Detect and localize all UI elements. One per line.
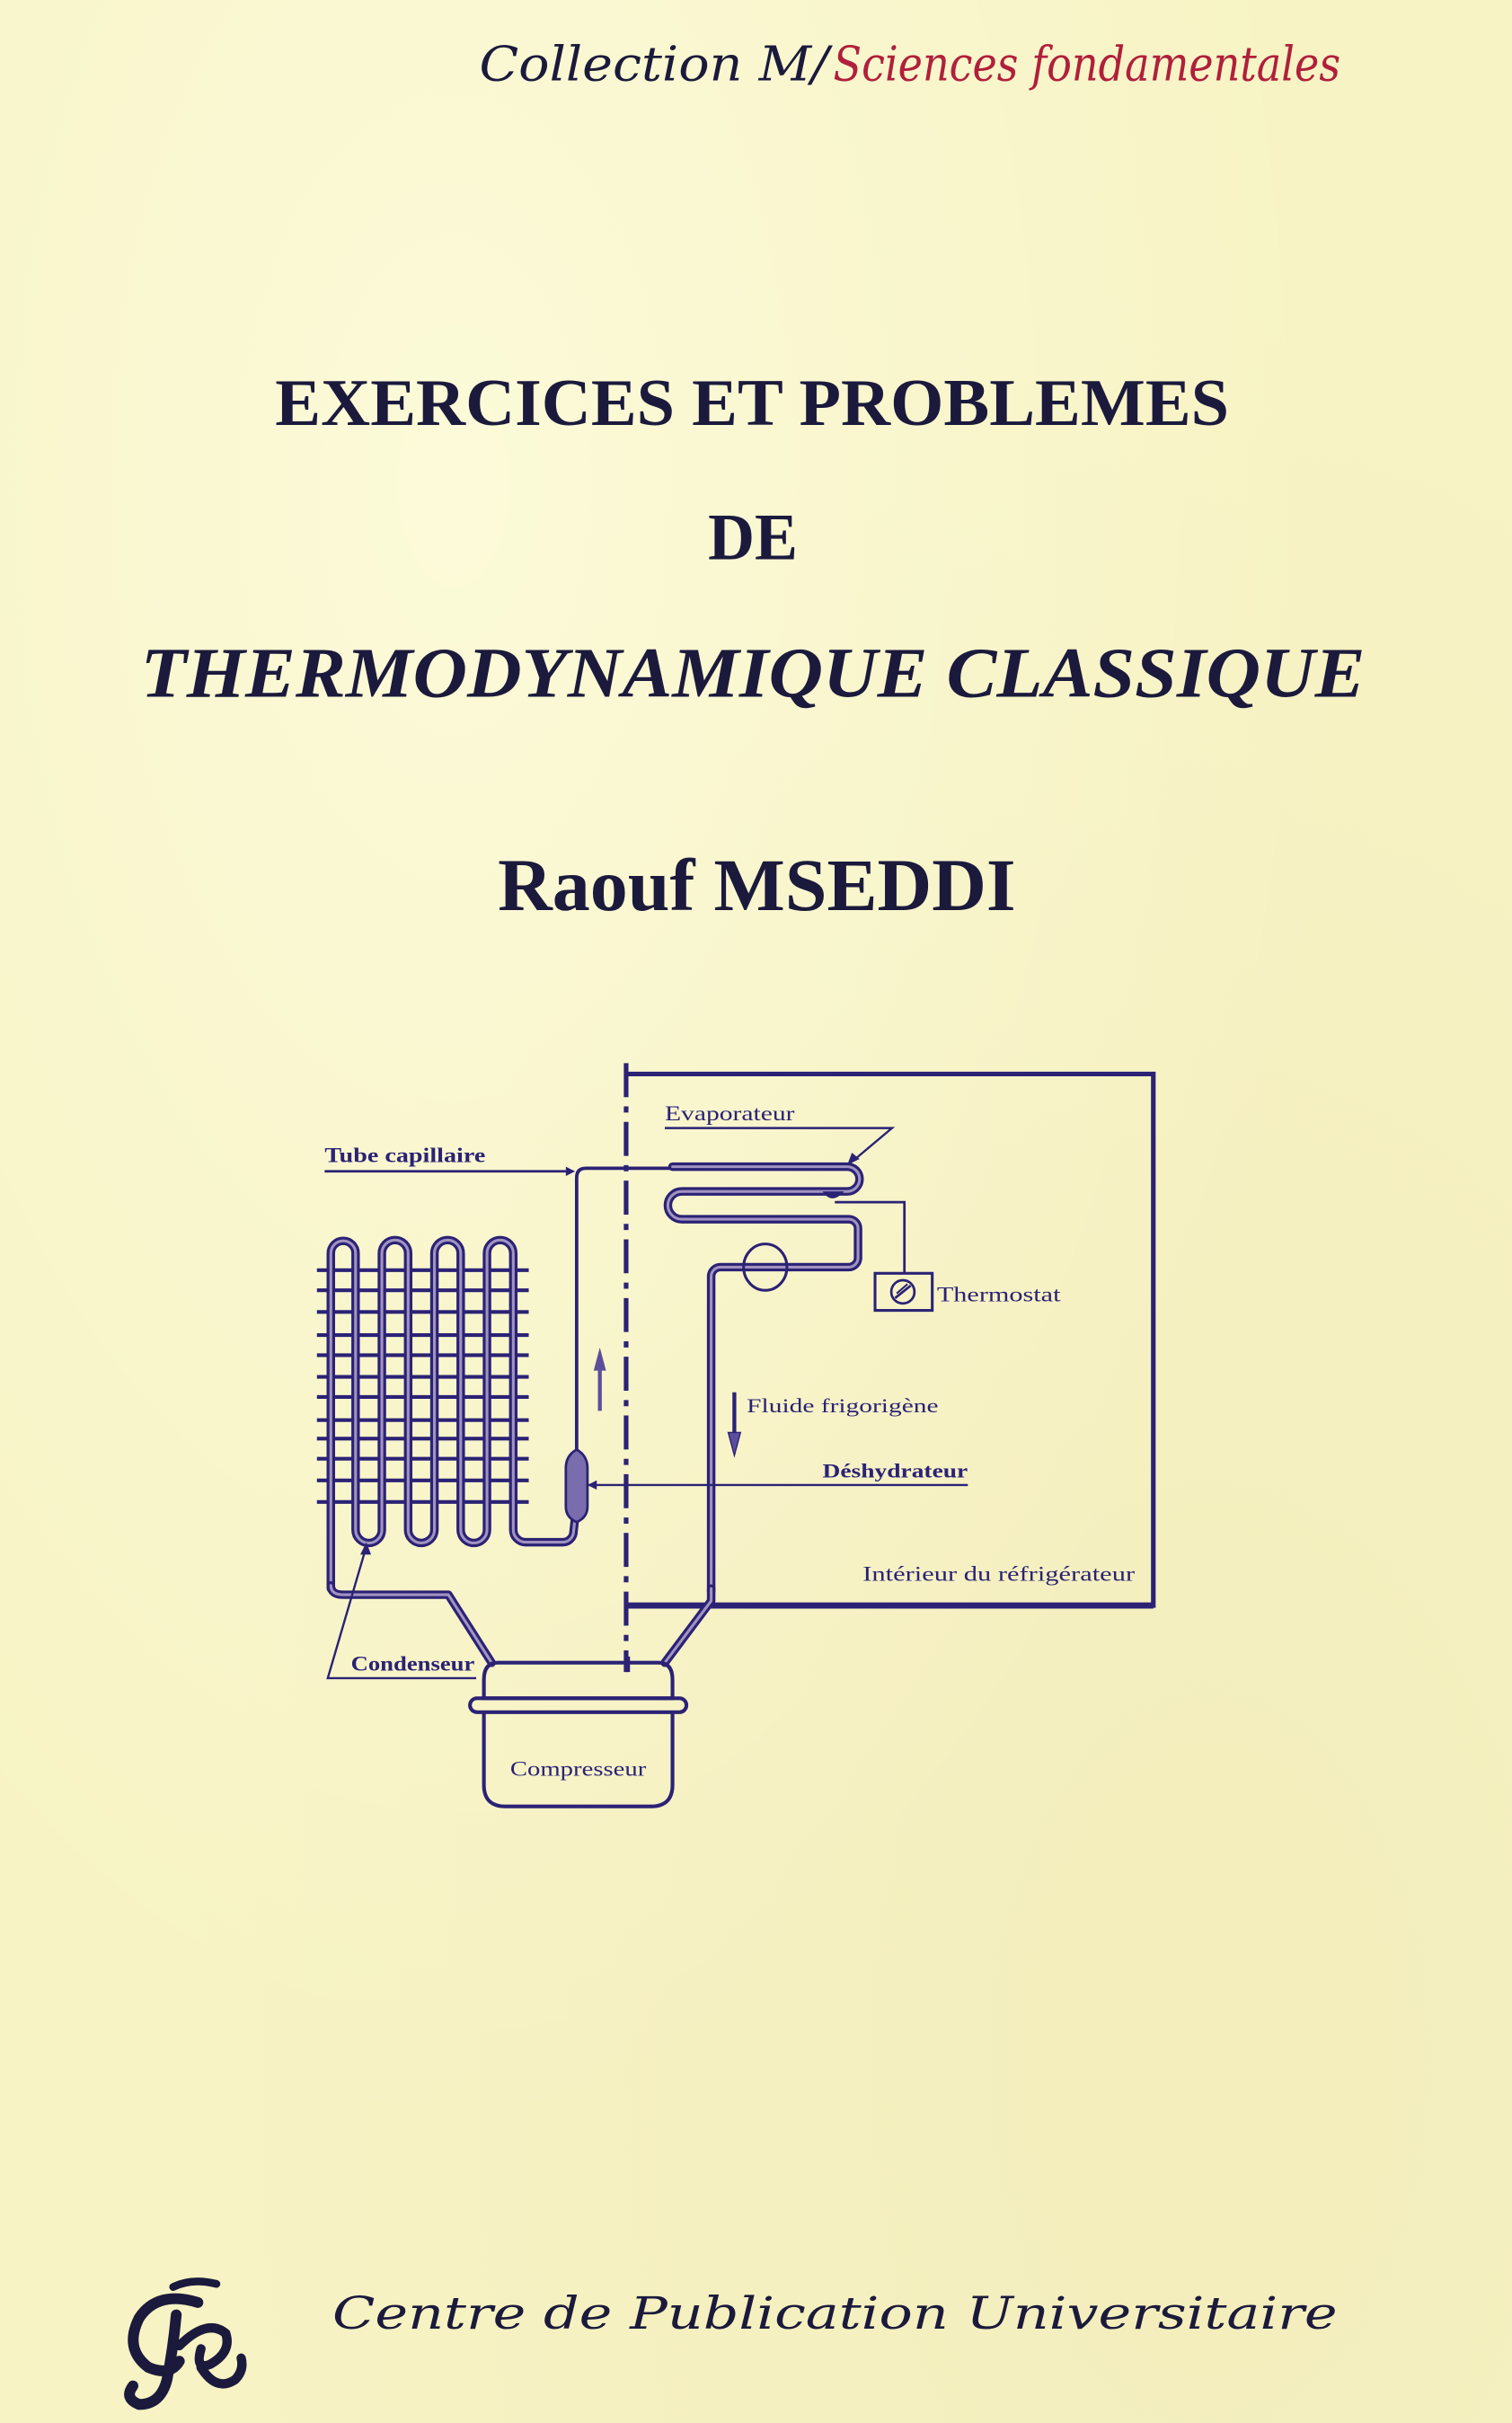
collection-series: Sciences fondamentales	[834, 35, 1340, 92]
title-line-1: EXERCICES ET PROBLEMES	[275, 367, 1229, 440]
publisher-name: Centre de Publication Universitaire	[332, 2287, 1338, 2339]
label-thermostat: Thermostat	[937, 1283, 1061, 1306]
refrigerant-flow-callout: Fluide frigorigène	[727, 1392, 939, 1458]
capillary-tube-callout: Tube capillaire	[324, 1144, 576, 1176]
collection-prefix: Collection M/	[479, 35, 833, 92]
label-fluide-frigorigene: Fluide frigorigène	[747, 1394, 938, 1417]
publisher-logo-icon	[124, 2277, 247, 2410]
author-name: Raouf MSEDDI	[498, 844, 1015, 926]
label-condenseur: Condenseur	[351, 1652, 475, 1676]
fridge-interior-box	[625, 1071, 1156, 1609]
label-compresseur: Compresseur	[510, 1757, 647, 1781]
evaporator-callout: Evaporateur	[665, 1102, 896, 1165]
evaporator-coil	[663, 1162, 864, 1596]
condenser-callout: Condenseur	[326, 1542, 477, 1680]
label-evaporateur: Evaporateur	[665, 1102, 795, 1126]
thermostat: Thermostat	[835, 1200, 1061, 1313]
refrigerator-diagram: Tube capillaire Evaporateur	[316, 1063, 1156, 1808]
flow-up-arrow-icon	[593, 1347, 606, 1411]
label-tube-capillaire: Tube capillaire	[324, 1144, 485, 1167]
condenser-coil	[316, 1235, 579, 1667]
compressor: Compresseur	[468, 1656, 689, 1808]
collection-header: Collection M/ Sciences fondamentales	[479, 35, 1340, 92]
label-interieur-refrigerateur: Intérieur du réfrigérateur	[862, 1563, 1135, 1587]
publisher-footer: Centre de Publication Universitaire	[124, 2277, 1338, 2410]
title-line-3: THERMODYNAMIQUE CLASSIQUE	[141, 634, 1366, 713]
dehydrator: Déshydrateur	[564, 1447, 968, 1524]
title-line-2: DE	[708, 501, 798, 575]
label-deshydrateur: Déshydrateur	[822, 1459, 968, 1481]
